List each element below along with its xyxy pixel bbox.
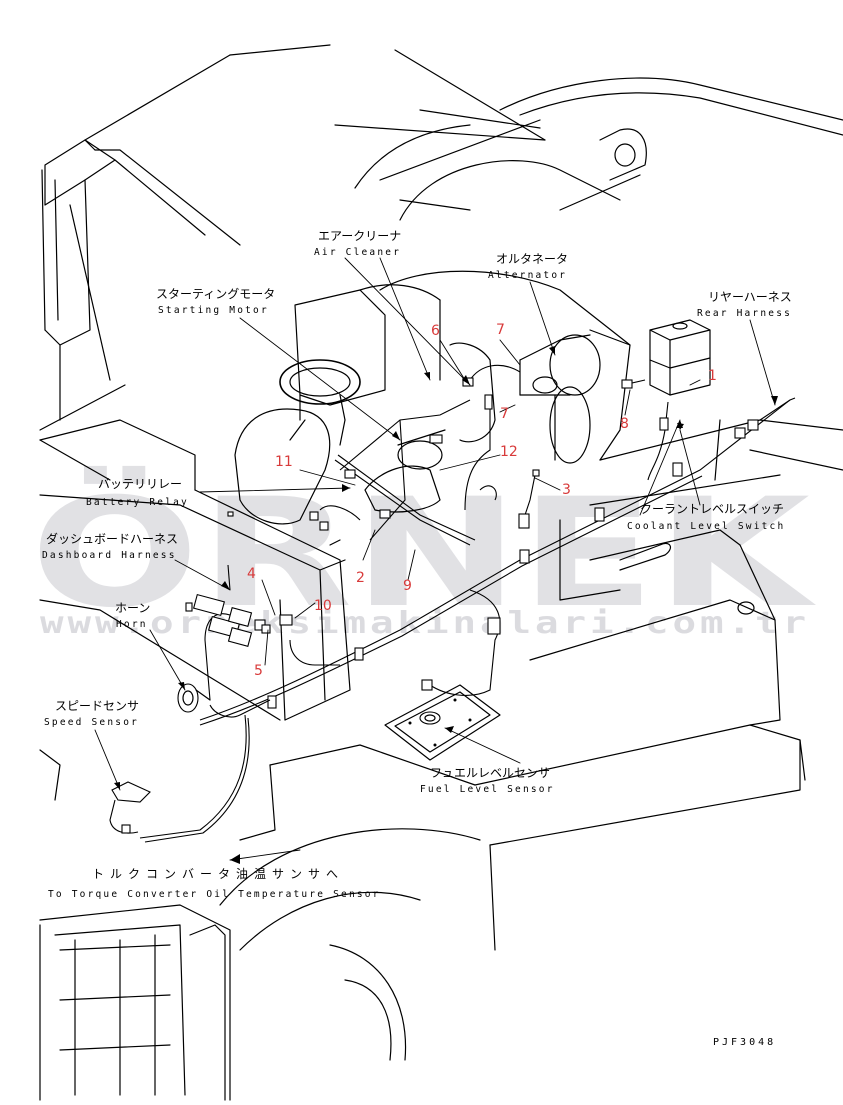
label-coolant-level-switch-en: Coolant Level Switch — [627, 521, 785, 532]
label-dashboard-harness-en: Dashboard Harness — [42, 550, 177, 561]
callout-3: 3 — [562, 482, 571, 498]
label-horn-en: Horn — [116, 619, 148, 630]
label-torque-converter-jp: トルクコンバータ油温サンサへ — [92, 867, 344, 881]
label-horn-jp: ホーン — [115, 601, 150, 615]
callout-11: 11 — [275, 454, 293, 470]
label-battery-relay-en: Battery Relay — [86, 497, 189, 508]
label-speed-sensor-jp: スピードセンサ — [55, 699, 139, 713]
callout-10: 10 — [314, 598, 332, 614]
callout-7b: 7 — [500, 406, 509, 422]
wiring-harness — [109, 364, 796, 843]
callout-9: 9 — [403, 578, 412, 594]
machine-body-outline — [39, 44, 843, 1101]
component-labels: エアークリーナ Air Cleaner オルタネータ Alternator スタ… — [42, 229, 792, 900]
callout-7a: 7 — [496, 322, 505, 338]
diagram-code: PJF3048 — [713, 1037, 776, 1048]
callout-5: 5 — [254, 663, 263, 679]
callout-1: 1 — [708, 368, 717, 384]
label-fuel-level-sensor-jp: フュエルレベルセンサ — [430, 766, 550, 780]
label-coolant-level-switch-jp: クーラントレベルスイッチ — [640, 502, 784, 516]
watermark-brand: ÖRNEK — [30, 465, 816, 641]
callout-4: 4 — [247, 566, 256, 582]
label-starting-motor-en: Starting Motor — [158, 305, 269, 316]
label-starting-motor-jp: スターティングモータ — [156, 287, 275, 301]
label-speed-sensor-en: Speed Sensor — [44, 717, 139, 728]
callout-6: 6 — [431, 323, 440, 339]
callout-12: 12 — [500, 444, 518, 460]
label-torque-converter-en: To Torque Converter Oil Temperature Sens… — [48, 889, 381, 900]
label-rear-harness-en: Rear Harness — [697, 308, 792, 319]
label-air-cleaner-en: Air Cleaner — [314, 247, 401, 258]
callout-numbers: 1 2 3 4 5 6 7 7 8 9 10 11 12 — [247, 322, 717, 679]
label-battery-relay-jp: バッテリリレー — [98, 477, 182, 491]
callout-2: 2 — [356, 570, 365, 586]
label-dashboard-harness-jp: ダッシュボードハーネス — [46, 531, 178, 546]
leader-lines — [94, 257, 778, 864]
label-alternator-jp: オルタネータ — [496, 252, 568, 266]
callout-8: 8 — [620, 416, 629, 432]
label-air-cleaner-jp: エアークリーナ — [318, 229, 401, 243]
label-fuel-level-sensor-en: Fuel Level Sensor — [420, 784, 555, 795]
label-rear-harness-jp: リヤーハーネス — [708, 290, 792, 304]
label-alternator-en: Alternator — [488, 270, 567, 281]
